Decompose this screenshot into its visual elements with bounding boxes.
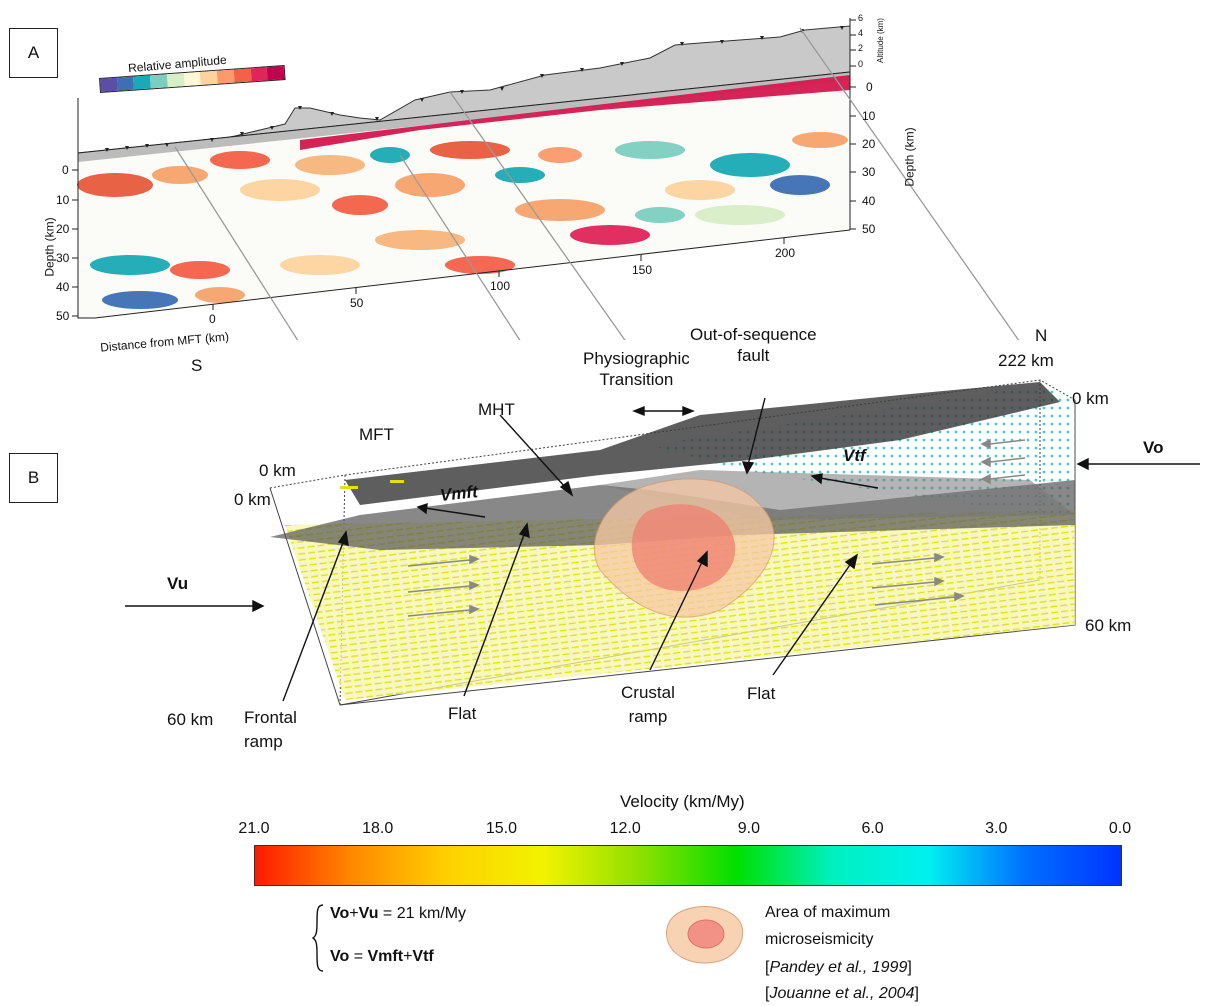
vu-label: Vu [167,574,189,593]
depth-tick-label: 40 [862,194,876,208]
velocity-scale-title: Velocity (km/My) [620,792,745,811]
equation-2: Vo = Vmft+Vtf [330,948,434,965]
amplitude-swatch [216,69,235,84]
crustal-ramp-label: Crustal ramp [621,683,675,726]
depth-tick-label: 20 [862,137,876,151]
flat-right-label: Flat [747,684,776,703]
microseismicity-line2: microseismicity [765,931,874,948]
physiographic-transition-label: Physiographic Transition [583,349,690,389]
out-of-sequence-label: Out-of-sequence fault [690,325,817,365]
projection-lines [174,27,1020,340]
microseismicity-line1: Area of maximum [765,904,891,921]
depth-tick-label: 0 [62,163,69,177]
velocity-tick-label: 0.0 [1108,820,1132,837]
distance-tick-label: 150 [632,263,653,277]
velocity-tick-label: 15.0 [485,820,517,837]
equation-brace [312,904,324,972]
distance-tick-label: 50 [350,296,364,310]
altitude-tick-label: 2 [858,43,864,53]
distance-tick-label: 200 [775,246,796,260]
depth-tick-label: 10 [56,193,70,207]
sixty-km-right: 60 km [1085,616,1132,635]
amplitude-swatch [116,76,135,91]
station-markers [105,26,844,152]
distance-tick-label: 0 [209,312,216,326]
topography-profile [77,25,851,154]
velocity-tick-label: 6.0 [861,820,884,837]
north-label: N [1035,326,1048,345]
amplitude-patches [77,75,850,309]
velocity-tick-label: 3.0 [985,820,1008,837]
amplitude-swatch [100,77,118,92]
altitude-tick-label: 6 [858,13,864,23]
altitude-axis-label: Altitude (km) [875,18,885,63]
amplitude-swatch [250,67,268,82]
depth-tick-label: 50 [862,222,876,236]
altitude-tick-label: 4 [858,28,864,38]
depth-tick-label: 50 [56,309,70,323]
vo-label: Vo [1143,438,1164,457]
south-label: S [191,356,203,375]
equation-1: Vo+Vu = 21 km/My [330,905,467,922]
panel-a-label: A [9,28,58,78]
flat-left-label: Flat [448,704,477,723]
distance-tick-label: 100 [490,279,511,293]
mht-label: MHT [478,400,515,419]
topography-surface [345,382,1060,505]
altitude-tick-label: 0 [858,59,864,69]
amplitude-swatch [166,73,185,88]
reference-pandey: [Pandey et al., 1999] [765,959,912,976]
reference-jouanne: [Jouanne et al., 2004] [765,985,919,1002]
vmft-label: Vmft [439,482,479,505]
amplitude-swatch [200,70,218,85]
depth-tick-label: 40 [56,280,70,294]
sixty-km-left: 60 km [167,710,214,729]
zero-km-right: 0 km [1072,389,1109,408]
velocity-tick-label: 18.0 [362,820,394,837]
depth-tick-label: 0 [866,80,873,94]
north-distance-label: 222 km [998,351,1054,370]
velocity-tick-label: 9.0 [737,820,760,837]
amplitude-swatch [267,66,285,81]
panel-b-label: B [9,453,58,503]
microseismicity-swatch [666,906,744,964]
amplitude-swatch [133,75,152,90]
block-model [125,379,1200,706]
right-depth-axis-label: Depth (km) [902,127,917,187]
velocity-tick-label: 12.0 [609,820,641,837]
zero-km-left-top: 0 km [259,461,296,480]
left-depth-axis-label: Depth (km) [42,217,57,277]
depth-tick-label: 10 [862,109,876,123]
mft-label: MFT [359,425,394,444]
depth-tick-label: 30 [56,251,70,265]
velocity-colorbar [254,845,1122,886]
seismic-section [72,18,1020,340]
velocity-tick-label: 21.0 [238,820,270,837]
depth-tick-label: 30 [862,165,876,179]
zero-km-left-bottom: 0 km [234,490,271,509]
amplitude-swatch [183,71,202,87]
vtf-label: Vtf [843,446,866,465]
depth-tick-label: 20 [56,222,70,236]
frontal-ramp-label: Frontal ramp [244,708,297,751]
amplitude-swatch [233,68,252,83]
amplitude-swatch [150,74,168,89]
